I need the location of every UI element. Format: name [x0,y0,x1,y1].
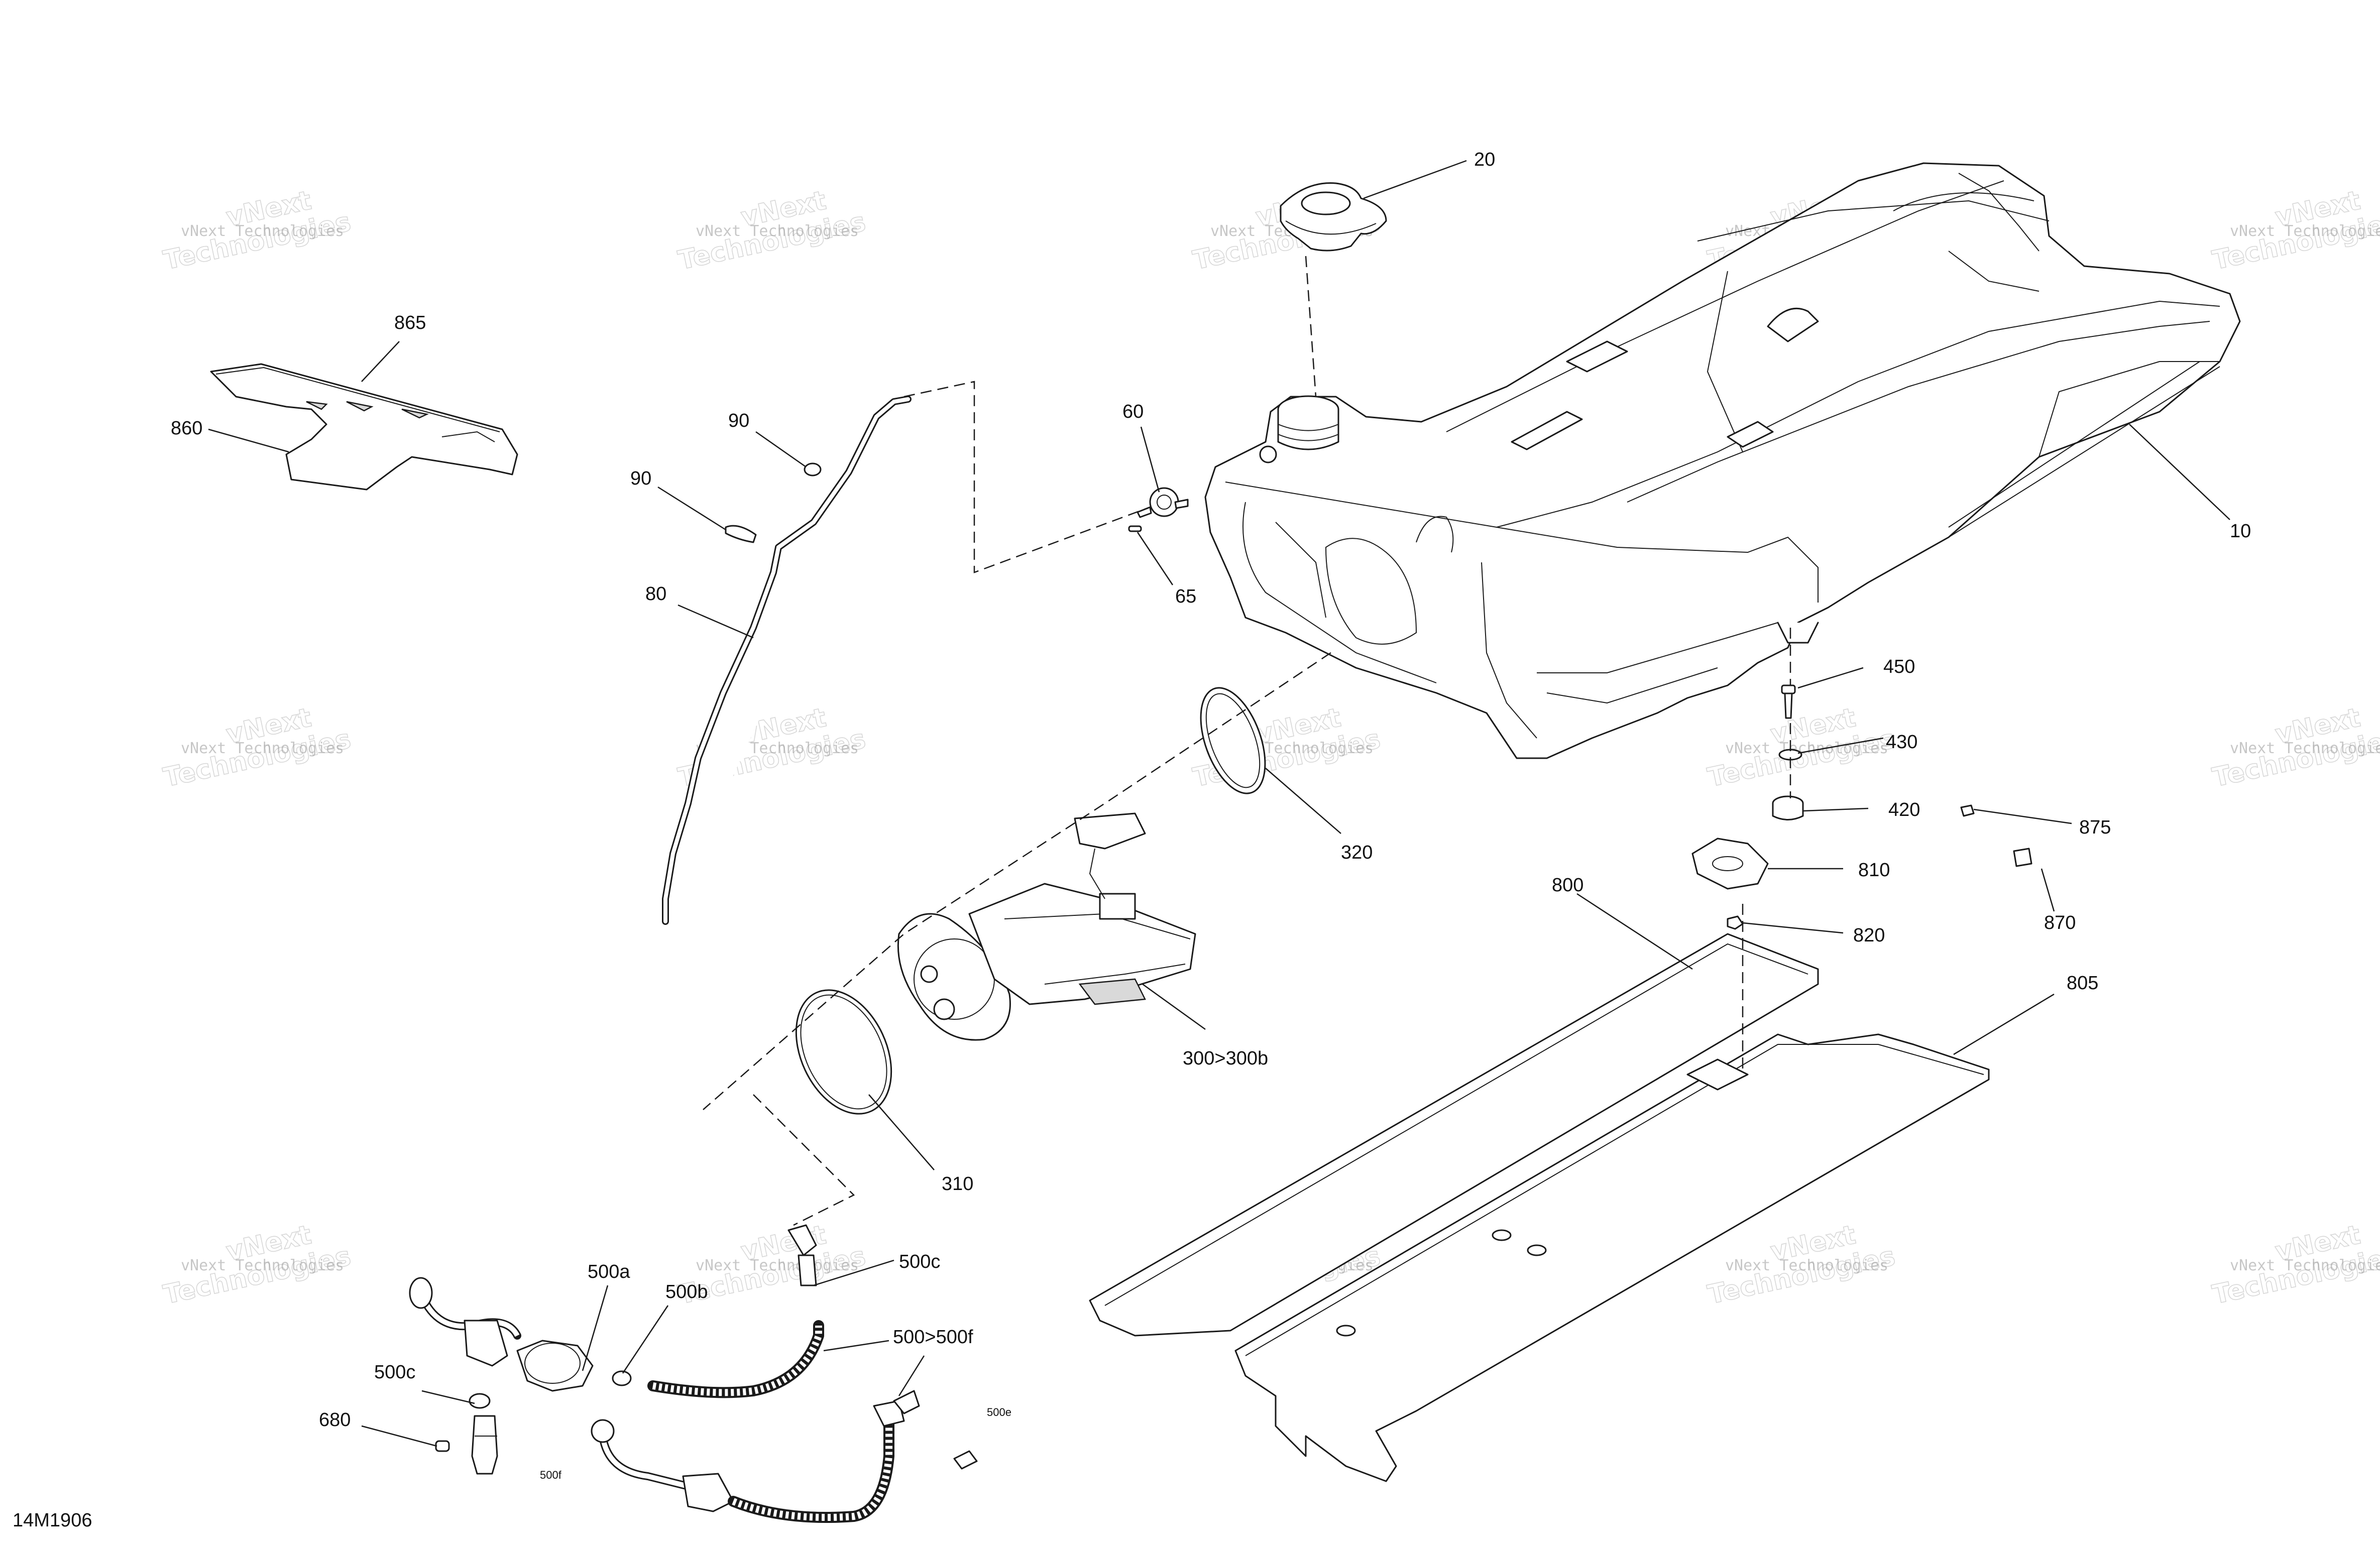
callout-500: 500>500f [893,1327,973,1348]
watermark-small: vNext Technologies [181,740,344,757]
callout-20: 20 [1474,149,1495,170]
watermark-small: vNext Technologies [181,222,344,240]
callout-805: 805 [2067,973,2098,994]
callout-500c-lower: 500c [374,1362,415,1383]
callout-800: 800 [1552,875,1583,896]
callout-300: 300>300b [1183,1048,1268,1069]
reference-code: 14M1906 [13,1510,92,1531]
callout-420: 420 [1888,799,1920,820]
callout-875: 875 [2079,817,2111,838]
watermark-small: vNext Technologies [696,222,859,240]
leader-lines [208,160,2230,1447]
callout-865: 865 [394,312,426,333]
mounting-hardware-part [1691,684,2032,930]
callout-80: 80 [645,583,666,605]
callout-500e: 500e [987,1406,1011,1418]
callout-310: 310 [942,1173,973,1195]
callout-810: 810 [1858,860,1890,881]
callout-65: 65 [1175,586,1196,607]
skid-plate-805-part [1234,1033,1990,1482]
callout-500c-upper: 500c [899,1251,940,1272]
vent-valve-part [1128,487,1189,532]
callout-450: 450 [1883,656,1915,677]
watermark-small: vNext Technologies [2230,222,2380,240]
callout-820: 820 [1853,925,1885,946]
callout-90-upper: 90 [728,410,749,431]
fuel-line-assembly-part [409,1224,978,1523]
callout-860: 860 [171,418,202,439]
breather-hose-part [662,396,912,925]
callout-500a: 500a [588,1261,630,1282]
callout-680: 680 [319,1409,351,1431]
watermark-small: vNext Technologies [2230,740,2380,757]
heat-shield-part [210,363,518,491]
callout-500b: 500b [665,1281,708,1302]
callout-90-lower: 90 [630,468,651,489]
watermark-small: vNext Technologies [2230,1257,2380,1274]
lock-ring-310-part [795,989,892,1115]
callout-870: 870 [2044,912,2076,933]
fuel-pump-part [897,812,1196,1041]
callout-320: 320 [1341,842,1373,863]
callout-500f: 500f [540,1469,562,1481]
callout-60: 60 [1122,401,1144,422]
assembly-dash-lines [703,256,1791,1226]
callout-430: 430 [1886,732,1917,753]
callout-10: 10 [2230,521,2251,542]
callout-labels: 10 20 60 65 80 90 90 300>300b 310 320 42… [171,149,2251,1481]
fuel-tank-part [1204,162,2241,759]
watermark-small: vNext Technologies [1725,740,1888,757]
watermark-small: vNext Technologies [696,1257,859,1274]
watermark-small: vNext Technologies [1725,1257,1888,1274]
o-ring-320-part [1200,687,1266,794]
filler-cap-part [1280,182,1387,252]
watermark-small: vNext Technologies [181,1257,344,1274]
